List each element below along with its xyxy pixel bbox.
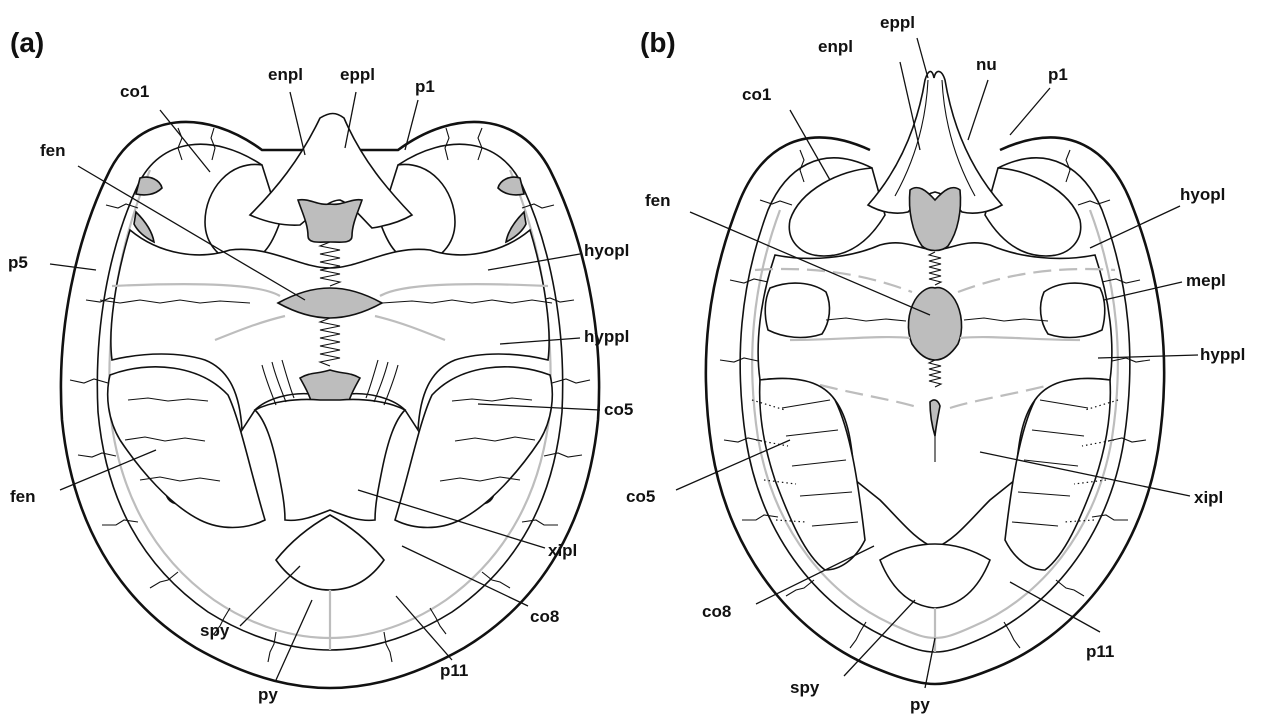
label-a-fen-upper: fen: [40, 141, 66, 160]
label-b-mepl: mepl: [1186, 271, 1226, 290]
panel-b-plastron-anterior-lobe: [868, 71, 1002, 213]
panel-a-fenestra-entoplastral: [298, 200, 362, 243]
label-b-eppl: eppl: [880, 13, 915, 32]
label-b-p11: p11: [1086, 642, 1114, 661]
label-a-hyppl: hyppl: [584, 327, 629, 346]
panel-b-mesoplastron-right: [1041, 283, 1105, 337]
panel-b: (b): [626, 13, 1245, 714]
panel-a: (a): [8, 27, 633, 704]
label-a-py: py: [258, 685, 278, 704]
panel-b-fenestra-central: [908, 288, 961, 360]
panel-b-label: (b): [640, 27, 676, 58]
label-b-hyppl: hyppl: [1200, 345, 1245, 364]
label-b-co8: co8: [702, 602, 731, 621]
label-b-enpl: enpl: [818, 37, 853, 56]
label-b-hyopl: hyopl: [1180, 185, 1225, 204]
label-a-p1: p1: [415, 77, 435, 96]
label-a-eppl: eppl: [340, 65, 375, 84]
panel-b-mesoplastron-left: [765, 283, 829, 337]
label-b-nu: nu: [976, 55, 997, 74]
label-a-co1: co1: [120, 82, 149, 101]
label-a-p11: p11: [440, 661, 468, 680]
label-a-hyopl: hyopl: [584, 241, 629, 260]
label-b-py: py: [910, 695, 930, 714]
panel-a-label: (a): [10, 27, 44, 58]
label-b-co1: co1: [742, 85, 771, 104]
label-a-co8: co8: [530, 607, 559, 626]
label-a-p5: p5: [8, 253, 28, 272]
label-a-co5: co5: [604, 400, 633, 419]
label-b-spy: spy: [790, 678, 820, 697]
label-a-xipl: xipl: [548, 541, 577, 560]
label-a-enpl: enpl: [268, 65, 303, 84]
label-b-fen: fen: [645, 191, 671, 210]
label-b-co5: co5: [626, 487, 655, 506]
label-b-p1: p1: [1048, 65, 1068, 84]
label-a-spy: spy: [200, 621, 230, 640]
label-a-fen-lower: fen: [10, 487, 36, 506]
label-b-xipl: xipl: [1194, 488, 1223, 507]
